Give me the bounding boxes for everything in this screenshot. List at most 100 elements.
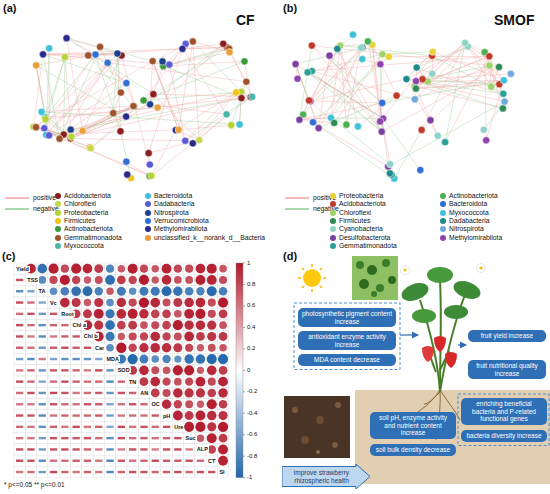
correlation-circle	[163, 299, 171, 307]
correlation-value-mark	[140, 471, 147, 473]
matrix-cell	[82, 342, 93, 353]
network-node	[304, 69, 311, 76]
matrix-cell	[48, 466, 59, 477]
matrix-cell	[161, 274, 172, 285]
network-edge	[144, 47, 227, 100]
correlation-value-mark	[39, 403, 46, 405]
correlation-circle	[162, 343, 171, 352]
network-node	[41, 125, 48, 132]
matrix-cell	[217, 399, 228, 410]
legend-line	[285, 197, 309, 199]
matrix-cell	[184, 297, 195, 308]
correlation-circle	[129, 287, 137, 295]
matrix-cell	[71, 297, 82, 308]
network-node	[499, 105, 506, 112]
network-node	[411, 96, 418, 103]
result-box: soil bulk density decrease	[370, 444, 456, 456]
correlation-circle	[37, 264, 47, 274]
correlation-value-mark	[16, 369, 23, 371]
correlation-circle	[162, 355, 170, 363]
matrix-cell	[59, 353, 70, 364]
correlation-value-mark	[84, 347, 91, 349]
matrix-cell	[206, 342, 217, 353]
matrix-cell	[217, 421, 228, 432]
correlation-circle	[139, 309, 148, 318]
legend-swatch	[440, 226, 446, 232]
legend-swatch	[145, 210, 151, 216]
correlation-value-mark	[50, 437, 57, 439]
correlation-circle	[50, 287, 58, 295]
correlation-circle	[117, 276, 126, 285]
correlation-value-mark	[152, 448, 159, 450]
correlation-circle	[219, 321, 227, 329]
network-edge	[319, 48, 363, 128]
correlation-value-mark	[16, 471, 23, 473]
network-node	[159, 58, 166, 65]
network-node	[294, 75, 301, 82]
panel-label: (c)	[2, 250, 15, 262]
network-edge	[193, 41, 241, 91]
matrix-cell	[14, 353, 25, 364]
network-node	[45, 132, 52, 139]
arrow-shape: improve strawberry rhizospheric health	[282, 464, 370, 489]
correlation-circle	[196, 377, 206, 387]
tick-label: 0.4	[247, 324, 255, 331]
matrix-cell	[138, 387, 149, 398]
matrix-cell	[206, 410, 217, 421]
matrix-cell	[138, 331, 149, 342]
correlation-circle	[207, 399, 217, 409]
matrix-cell	[48, 297, 59, 308]
matrix-cell	[184, 353, 195, 364]
network-node	[189, 140, 196, 147]
matrix-cell	[71, 387, 82, 398]
legend-swatch	[440, 201, 446, 207]
correlation-circle	[128, 344, 136, 352]
correlation-value-mark	[174, 471, 181, 473]
network-edge	[416, 43, 465, 89]
network-edge	[199, 114, 226, 140]
correlation-value-mark	[27, 347, 34, 349]
network-edge	[231, 82, 246, 125]
result-box: enriching beneficial bacteria and P-rela…	[461, 398, 547, 425]
correlation-value-mark	[73, 380, 80, 382]
network-node	[179, 45, 186, 52]
matrix-cell	[71, 444, 82, 455]
matrix-cell	[25, 297, 36, 308]
correlation-value-mark	[16, 358, 23, 360]
matrix-cell	[172, 286, 183, 297]
matrix-cell	[25, 444, 36, 455]
matrix-cell	[150, 331, 161, 342]
matrix-cell	[217, 365, 228, 376]
network-node	[79, 127, 86, 134]
matrix-cell	[59, 399, 70, 410]
network-edge	[465, 43, 499, 84]
matrix-cell	[48, 399, 59, 410]
matrix-cell	[161, 455, 172, 466]
legend-item: Actinobacteriota	[440, 192, 498, 200]
variable-label: TA	[38, 288, 47, 294]
correlation-value-mark	[61, 403, 68, 405]
matrix-cell	[59, 455, 70, 466]
correlation-value-mark	[27, 437, 34, 439]
matrix-cell	[37, 455, 48, 466]
correlation-circle	[151, 366, 159, 374]
group-frame	[458, 394, 549, 446]
matrix-cell	[172, 466, 183, 477]
correlation-value-mark	[27, 414, 34, 416]
matrix-cell	[82, 455, 93, 466]
matrix-cell	[93, 353, 104, 364]
correlation-circle	[185, 265, 193, 273]
network-node	[309, 119, 316, 126]
matrix-cell	[206, 331, 217, 342]
correlation-circle	[219, 265, 227, 273]
correlation-circle	[71, 286, 81, 296]
correlation-value-mark	[27, 380, 34, 382]
matrix-cell	[150, 320, 161, 331]
matrix-cell	[184, 274, 195, 285]
correlation-value-mark	[27, 313, 34, 315]
correlation-circle	[195, 422, 205, 432]
correlation-value-mark	[174, 460, 181, 462]
correlation-value-mark	[95, 414, 102, 416]
matrix-cell	[184, 263, 195, 274]
matrix-cell	[184, 342, 195, 353]
